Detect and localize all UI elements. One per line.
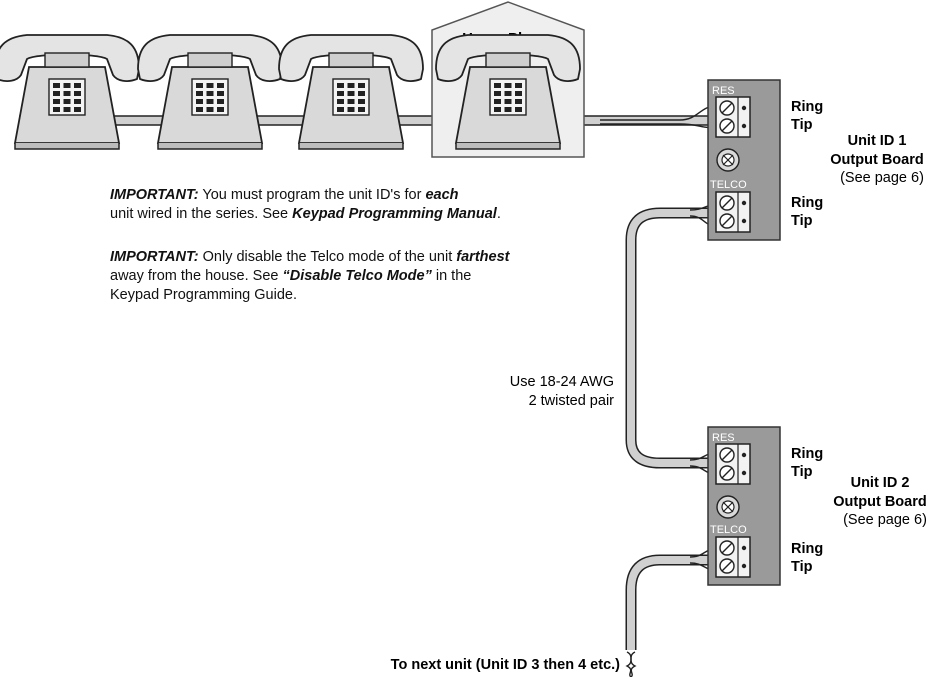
telco-label: TELCO	[710, 524, 747, 536]
telephone-icon	[278, 34, 424, 150]
unit-1-subtitle: Output Board	[830, 152, 923, 168]
terminal-ring-label: Ring	[791, 195, 823, 211]
unit-1-title: Unit ID 1	[848, 133, 907, 149]
unit-2-subtitle: Output Board	[833, 494, 926, 510]
terminal-tip-label: Tip	[791, 464, 813, 480]
terminal-tip-label: Tip	[791, 559, 813, 575]
res-label: RES	[712, 432, 735, 444]
note-text: Only disable the Telco mode of the unit	[198, 249, 457, 265]
output-board-1: RES TELCO	[707, 79, 781, 241]
unit-1-page-ref: (See page 6)	[840, 170, 924, 186]
telephone-icon	[0, 34, 140, 150]
note-text: in the	[431, 268, 472, 284]
telco-label: TELCO	[710, 179, 747, 191]
cable-to-next-unit	[625, 548, 717, 677]
wire-spec-line1: Use 18-24 AWG	[510, 374, 614, 390]
note-text: You must program the unit ID's for	[198, 187, 426, 203]
output-board-2: RES TELCO	[707, 426, 781, 586]
unit-2-title: Unit ID 2	[851, 475, 910, 491]
note-emphasis: farthest	[456, 249, 510, 265]
note-text: Keypad Programming Guide.	[110, 287, 297, 303]
important-note-1: IMPORTANT: You must program the unit ID'…	[110, 186, 501, 224]
telephone-icon	[137, 34, 283, 150]
terminal-tip-label: Tip	[791, 213, 813, 229]
terminal-ring-label: Ring	[791, 99, 823, 115]
note-text: away from the house. See	[110, 268, 283, 284]
twisted-pair-cable	[625, 204, 717, 475]
note-emphasis: “Disable Telco Mode”	[282, 268, 432, 284]
note-text: unit wired in the series. See	[110, 206, 293, 222]
terminal-ring-label: Ring	[791, 446, 823, 462]
next-unit-label: To next unit (Unit ID 3 then 4 etc.)	[391, 657, 620, 673]
unit-2-page-ref: (See page 6)	[843, 512, 927, 528]
wire-spec-line2: 2 twisted pair	[529, 393, 615, 409]
mounting-screw-icon	[716, 148, 740, 172]
terminal-block-icon	[715, 191, 751, 233]
note-emphasis: Keypad Programming Manual	[292, 206, 497, 222]
mounting-screw-icon	[716, 495, 740, 519]
terminal-block-icon	[715, 96, 751, 138]
important-note-2: IMPORTANT: Only disable the Telco mode o…	[110, 248, 509, 305]
res-label: RES	[712, 85, 735, 97]
terminal-block-icon	[715, 536, 751, 578]
note-prefix: IMPORTANT:	[110, 187, 199, 203]
terminal-block-icon	[715, 443, 751, 485]
note-text: .	[496, 206, 501, 222]
note-emphasis: each	[425, 187, 459, 203]
terminal-ring-label: Ring	[791, 541, 823, 557]
note-prefix: IMPORTANT:	[110, 249, 199, 265]
terminal-tip-label: Tip	[791, 117, 813, 133]
